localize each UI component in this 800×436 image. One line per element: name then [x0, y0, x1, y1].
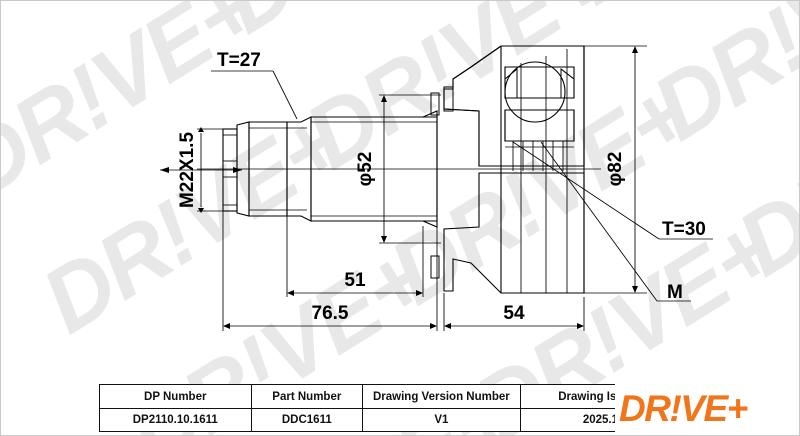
dimension-shaft-diameter: φ52 [355, 94, 441, 244]
dimension-length-51: 51 [286, 216, 424, 297]
table-column-drawing-version: Drawing Version Number V1 [363, 385, 521, 431]
dimension-spline-teeth-outer: T=27 [211, 50, 298, 120]
dimension-spline-teeth-inner: T=30 [512, 141, 713, 240]
label-phi82: φ82 [605, 152, 626, 187]
dimension-thread: M22X1.5 [160, 127, 242, 213]
column-header-label: Drawing Version Number [372, 390, 510, 403]
column-value-label: V1 [434, 414, 449, 426]
dimension-length-54: 54 [443, 293, 585, 331]
table-column-part-number: Part Number DDC1611 [251, 385, 364, 431]
outer-race-lower [443, 172, 585, 294]
label-M22X1.5: M22X1.5 [177, 132, 198, 208]
column-header-label: Part Number [272, 390, 342, 403]
label-T30: T=30 [662, 219, 706, 240]
dimension-abs-marker: M [540, 141, 691, 303]
table-value-cell: DDC1611 [252, 409, 363, 431]
label-M: M [667, 282, 683, 303]
table-header-cell: Drawing Version Number [363, 385, 520, 409]
table-header-cell: Part Number [251, 385, 363, 409]
label-T27: T=27 [217, 50, 261, 71]
title-block-table: DP Number DP2110.10.1611 Part Number DDC… [99, 384, 703, 432]
label-51: 51 [344, 270, 366, 291]
table-value-cell: DP2110.10.1611 [100, 409, 251, 431]
table-value-cell: V1 [363, 409, 519, 431]
dimension-joint-diameter: φ82 [584, 45, 647, 294]
column-value-label: DP2110.10.1611 [132, 414, 218, 426]
boot-groove-upper [443, 86, 454, 112]
label-phi52: φ52 [355, 152, 376, 187]
brand-logo-text: DR!VE+ [619, 387, 748, 429]
table-column-dp-number: DP Number DP2110.10.1611 [100, 385, 252, 431]
cv-joint-body [443, 45, 585, 294]
column-header-label: DP Number [144, 390, 207, 403]
label-54: 54 [503, 303, 525, 324]
dimension-length-76-5: 76.5 [222, 211, 438, 331]
boot-seat [422, 92, 440, 279]
shaft-assembly [197, 92, 601, 279]
table-header-cell: DP Number [100, 385, 251, 409]
label-76-5: 76.5 [312, 303, 349, 324]
brand-logo: DR!VE+ [615, 384, 799, 432]
column-value-label: DDC1611 [281, 414, 332, 426]
